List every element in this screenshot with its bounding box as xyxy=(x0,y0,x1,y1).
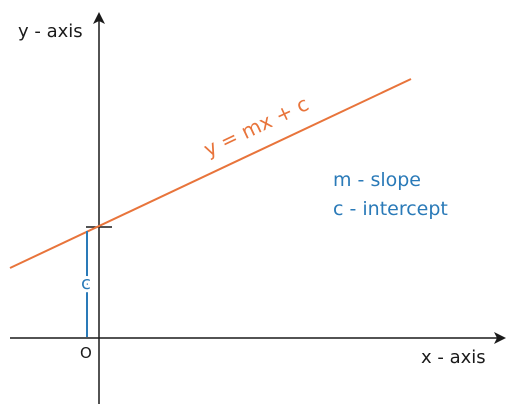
intercept-marker-label: c xyxy=(81,273,91,294)
x-axis-label: x - axis xyxy=(421,347,486,368)
slope-legend: m - slope xyxy=(333,169,421,191)
origin-label: O xyxy=(80,344,92,362)
intercept-legend: c - intercept xyxy=(333,198,448,220)
y-axis-label: y - axis xyxy=(18,21,83,42)
linear-function-line xyxy=(9,78,412,269)
